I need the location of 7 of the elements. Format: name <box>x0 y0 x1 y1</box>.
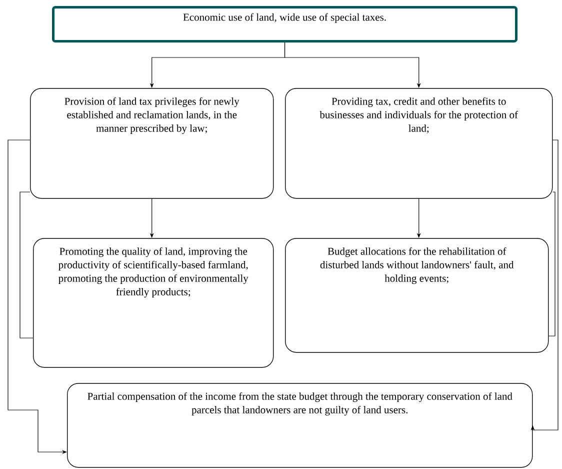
process-box: Partial compensation of the income from the state budget through the temporary conservation of land parcels that landowners are not guilty of land users. <box>67 383 533 468</box>
process-box: Budget allocations for the rehabilitation of disturbed lands without landowners' fault, and holding events; <box>285 238 549 353</box>
title-box: Economic use of land, wide use of special taxes. <box>52 6 518 42</box>
process-box: Promoting the quality of land, improving the productivity of scientifically-based farmland, promoting the production of environmentally friendly products; <box>33 238 274 368</box>
arrow <box>530 140 558 430</box>
process-box: Providing tax, credit and other benefits to businesses and individuals for the protection of land; <box>285 88 553 199</box>
process-box: Provision of land tax privileges for newly established and reclamation lands, in the manner prescribed by law; <box>30 88 274 199</box>
